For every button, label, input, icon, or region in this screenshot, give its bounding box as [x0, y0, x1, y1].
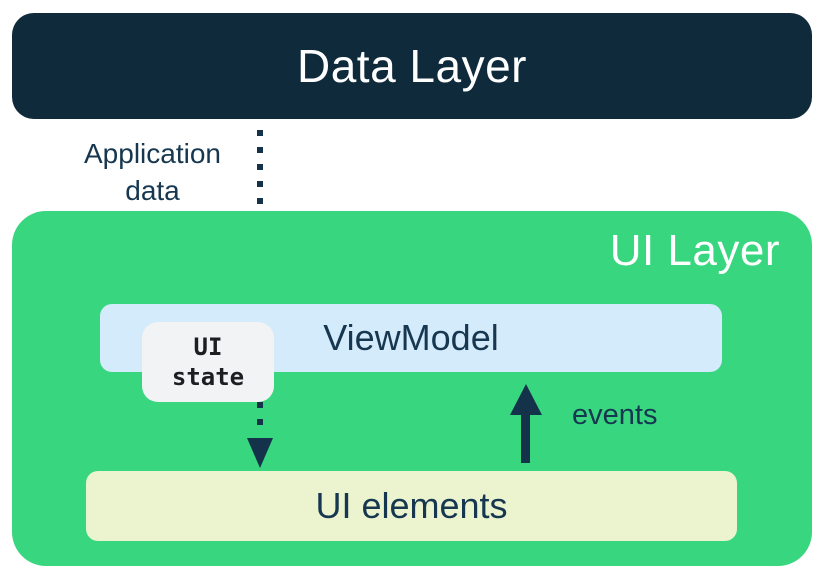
data-layer-title: Data Layer [296, 40, 527, 92]
events-label: events [572, 399, 658, 431]
application-data-dotted-line [257, 130, 263, 270]
ui-state-chip: UI state [142, 322, 274, 402]
up-arrowhead-icon [510, 384, 542, 415]
events-arrow-shaft [521, 410, 530, 463]
viewmodel-label: ViewModel [323, 317, 499, 358]
ui-layer-title: UI Layer [609, 226, 780, 275]
ui-elements-box: UI elements [86, 471, 737, 541]
application-data-label: Application data [84, 138, 221, 206]
data-layer-box: Data Layer [12, 13, 812, 119]
ui-state-dotted-line [257, 402, 263, 431]
ui-elements-label: UI elements [315, 485, 508, 526]
down-arrowhead-icon [247, 438, 273, 468]
ui-state-label: UI state [171, 333, 245, 391]
